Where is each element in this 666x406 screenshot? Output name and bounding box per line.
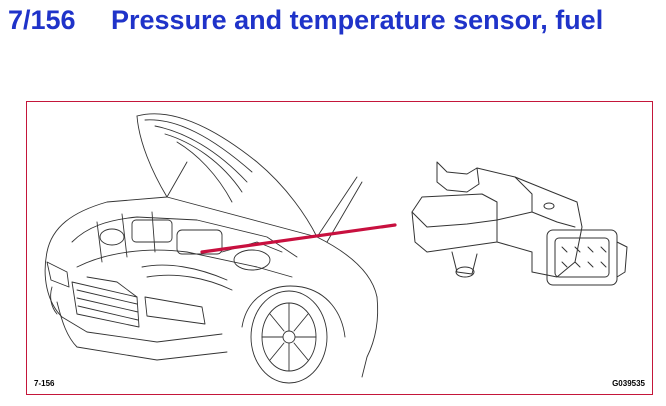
fuel-sensor-drawing [411, 161, 628, 286]
figure-reference-code: G039535 [612, 379, 645, 388]
illustration [44, 113, 628, 384]
section-title: Pressure and temperature sensor, fuel [111, 5, 604, 35]
car-drawing [44, 113, 379, 384]
figure-number: 7-156 [34, 379, 55, 388]
section-number: 7/156 [8, 5, 76, 35]
illustration-frame: 7-156 G039535 [26, 101, 653, 395]
pointer-line [200, 223, 397, 254]
